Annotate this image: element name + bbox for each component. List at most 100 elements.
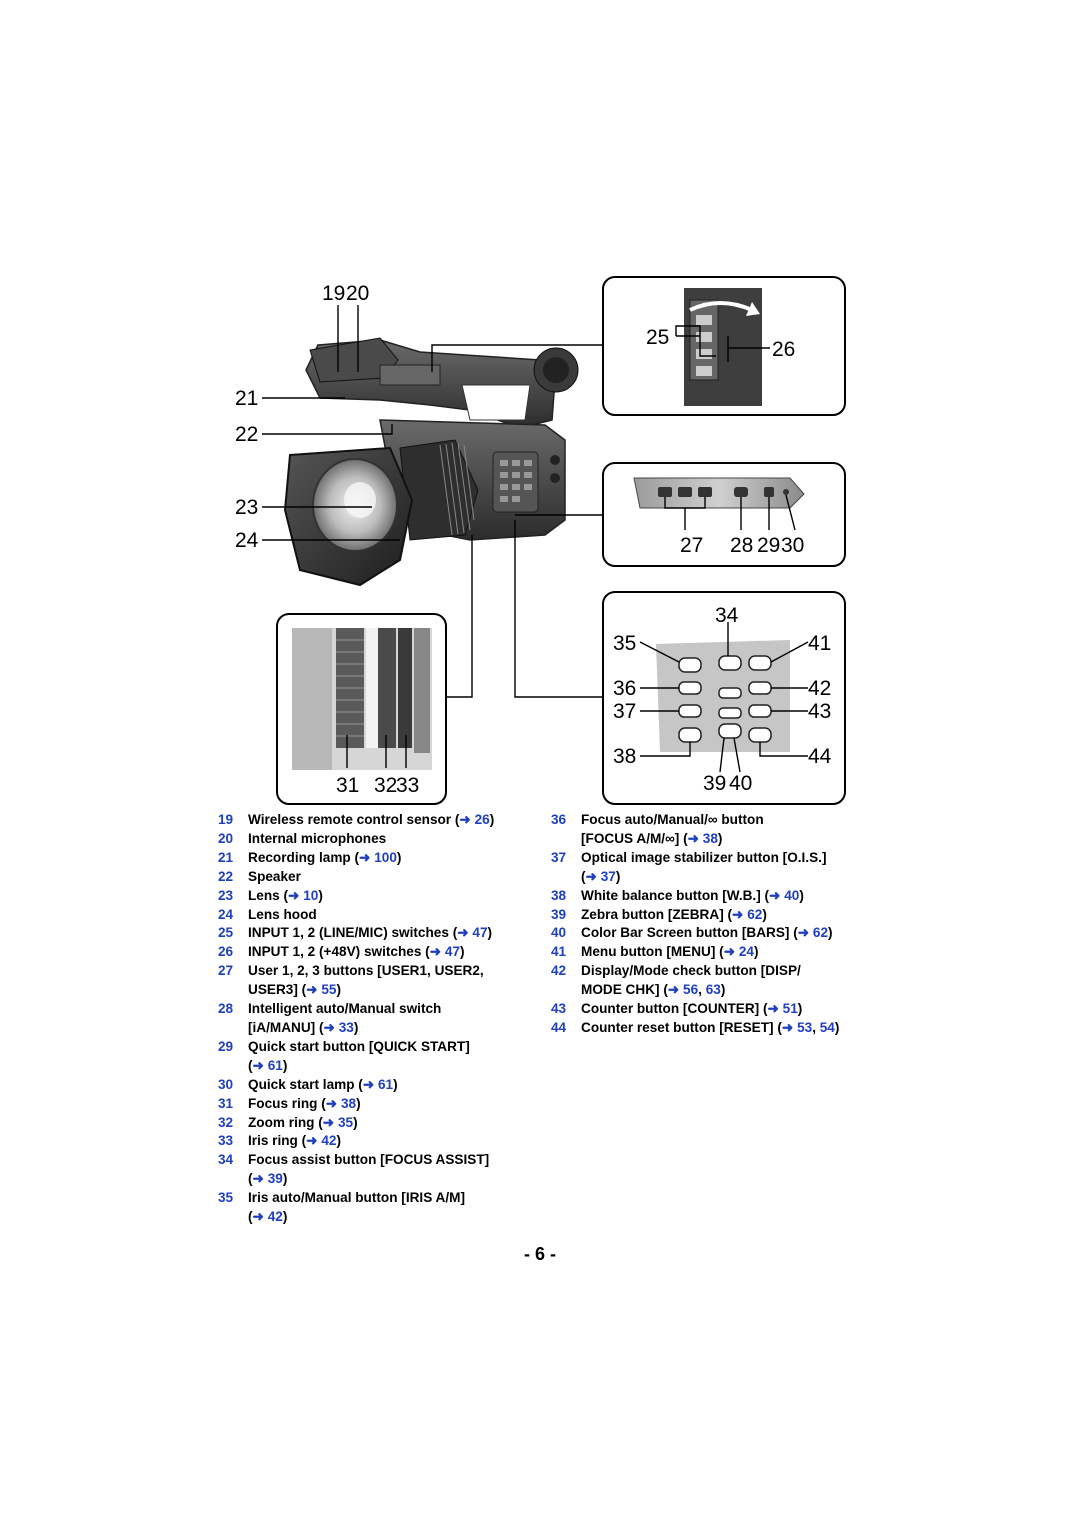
legend-item-36-cont: [FOCUS A/M/∞] (➜ 38) bbox=[581, 830, 723, 846]
page-ref-link[interactable]: ➜ 47 bbox=[457, 925, 488, 941]
callout-30: 30 bbox=[781, 534, 804, 557]
item-text: Recording lamp ( bbox=[248, 849, 360, 865]
item-text: Iris auto/Manual button [IRIS A/M] bbox=[248, 1190, 465, 1206]
page-ref-link[interactable]: ➜ 62 bbox=[732, 906, 763, 922]
legend-item-28-cont: [iA/MANU] (➜ 33) bbox=[248, 1019, 359, 1035]
item-number: 22 bbox=[218, 868, 234, 884]
page-ref-link[interactable]: ➜ 39 bbox=[252, 1171, 283, 1187]
legend-item-35-cont: (➜ 42) bbox=[248, 1209, 288, 1225]
item-text: Zebra button [ZEBRA] ( bbox=[581, 906, 733, 922]
item-text: Color Bar Screen button [BARS] ( bbox=[581, 925, 798, 941]
item-text: Counter reset button [RESET] ( bbox=[581, 1019, 782, 1035]
callout-19: 19 bbox=[322, 282, 345, 305]
item-text: Focus ring ( bbox=[248, 1095, 326, 1111]
item-number: 30 bbox=[218, 1076, 234, 1092]
callout-20: 20 bbox=[346, 282, 369, 305]
page-ref-link[interactable]: ➜ 100 bbox=[359, 849, 397, 865]
item-text: INPUT 1, 2 (LINE/MIC) switches ( bbox=[248, 925, 458, 941]
item-number: 26 bbox=[218, 944, 234, 960]
page-ref-link[interactable]: 63 bbox=[705, 982, 721, 998]
item-text: Menu button [MENU] ( bbox=[581, 944, 724, 960]
callout-28: 28 bbox=[730, 534, 753, 557]
page-ref-link[interactable]: ➜ 10 bbox=[288, 887, 319, 903]
page-ref-link[interactable]: ➜ 33 bbox=[323, 1019, 354, 1035]
page-ref-link[interactable]: ➜ 51 bbox=[767, 1001, 798, 1017]
page-ref-link[interactable]: ➜ 40 bbox=[769, 887, 800, 903]
item-number: 44 bbox=[551, 1019, 567, 1035]
callout-39: 39 bbox=[703, 772, 726, 795]
page-ref-link[interactable]: ➜ 56 bbox=[667, 982, 699, 998]
callout-31: 31 bbox=[336, 774, 359, 797]
callout-27: 27 bbox=[680, 534, 703, 557]
page-ref-link[interactable]: ➜ 26 bbox=[459, 812, 490, 827]
page-ref-link[interactable]: ➜ 24 bbox=[723, 944, 754, 960]
item-number: 28 bbox=[218, 1001, 234, 1017]
item-number: 24 bbox=[218, 906, 234, 922]
item-text: INPUT 1, 2 (+48V) switches ( bbox=[248, 944, 430, 960]
callout-32: 32 bbox=[374, 774, 397, 797]
item-number: 29 bbox=[218, 1038, 234, 1054]
page-ref-link[interactable]: ➜ 38 bbox=[687, 830, 718, 846]
callout-43: 43 bbox=[808, 700, 831, 723]
item-number: 39 bbox=[551, 906, 567, 922]
inset-user-buttons: 27 28 29 30 bbox=[602, 462, 846, 567]
legend-item-42-cont: MODE CHK] (➜ 56, 63) bbox=[581, 982, 726, 998]
page-ref-link[interactable]: ➜ 42 bbox=[252, 1209, 283, 1225]
page-ref-link[interactable]: ➜ 55 bbox=[306, 982, 337, 998]
callout-33: 33 bbox=[396, 774, 419, 797]
item-number: 37 bbox=[551, 849, 567, 865]
item-number: 23 bbox=[218, 887, 234, 903]
item-text: Lens ( bbox=[248, 887, 289, 903]
callout-40: 40 bbox=[729, 772, 752, 795]
item-number: 40 bbox=[551, 925, 567, 941]
legend-item-29-cont: (➜ 61) bbox=[248, 1057, 288, 1073]
page-ref-link[interactable]: 54 bbox=[819, 1019, 835, 1035]
page-ref-link[interactable]: ➜ 61 bbox=[252, 1057, 283, 1073]
callout-37: 37 bbox=[613, 700, 636, 723]
page-ref-link[interactable]: ➜ 37 bbox=[585, 868, 616, 884]
callout-36: 36 bbox=[613, 677, 636, 700]
page-number: - 6 - bbox=[523, 1244, 556, 1264]
page-ref-link[interactable]: ➜ 38 bbox=[325, 1095, 357, 1111]
item-text: Quick start lamp ( bbox=[248, 1076, 363, 1092]
callout-23: 23 bbox=[235, 496, 258, 519]
page-ref-link[interactable]: ➜ 47 bbox=[429, 944, 460, 960]
item-text: Internal microphones bbox=[248, 830, 387, 846]
item-text: Focus auto/Manual/∞ button bbox=[581, 812, 764, 827]
inset-lens-rings: 31 32 33 bbox=[276, 613, 447, 805]
callout-29: 29 bbox=[757, 534, 780, 557]
item-number: 42 bbox=[551, 963, 567, 979]
item-text: Wireless remote control sensor ( bbox=[248, 812, 460, 827]
page-ref-link[interactable]: ➜ 35 bbox=[322, 1114, 354, 1130]
legend-item-37-cont: (➜ 37) bbox=[581, 868, 621, 884]
callout-22: 22 bbox=[235, 423, 258, 446]
callout-25: 25 bbox=[646, 326, 669, 349]
page-ref-link[interactable]: ➜ 62 bbox=[797, 925, 829, 941]
callout-34: 34 bbox=[715, 604, 739, 627]
item-number: 33 bbox=[218, 1133, 234, 1149]
item-number: 21 bbox=[218, 849, 234, 865]
page-ref-link[interactable]: ➜ 42 bbox=[306, 1133, 337, 1149]
callout-44: 44 bbox=[808, 745, 832, 768]
page-ref-link[interactable]: ➜ 53 bbox=[781, 1019, 813, 1035]
page-ref-link[interactable]: ➜ 61 bbox=[362, 1076, 394, 1092]
callout-26: 26 bbox=[772, 338, 795, 361]
